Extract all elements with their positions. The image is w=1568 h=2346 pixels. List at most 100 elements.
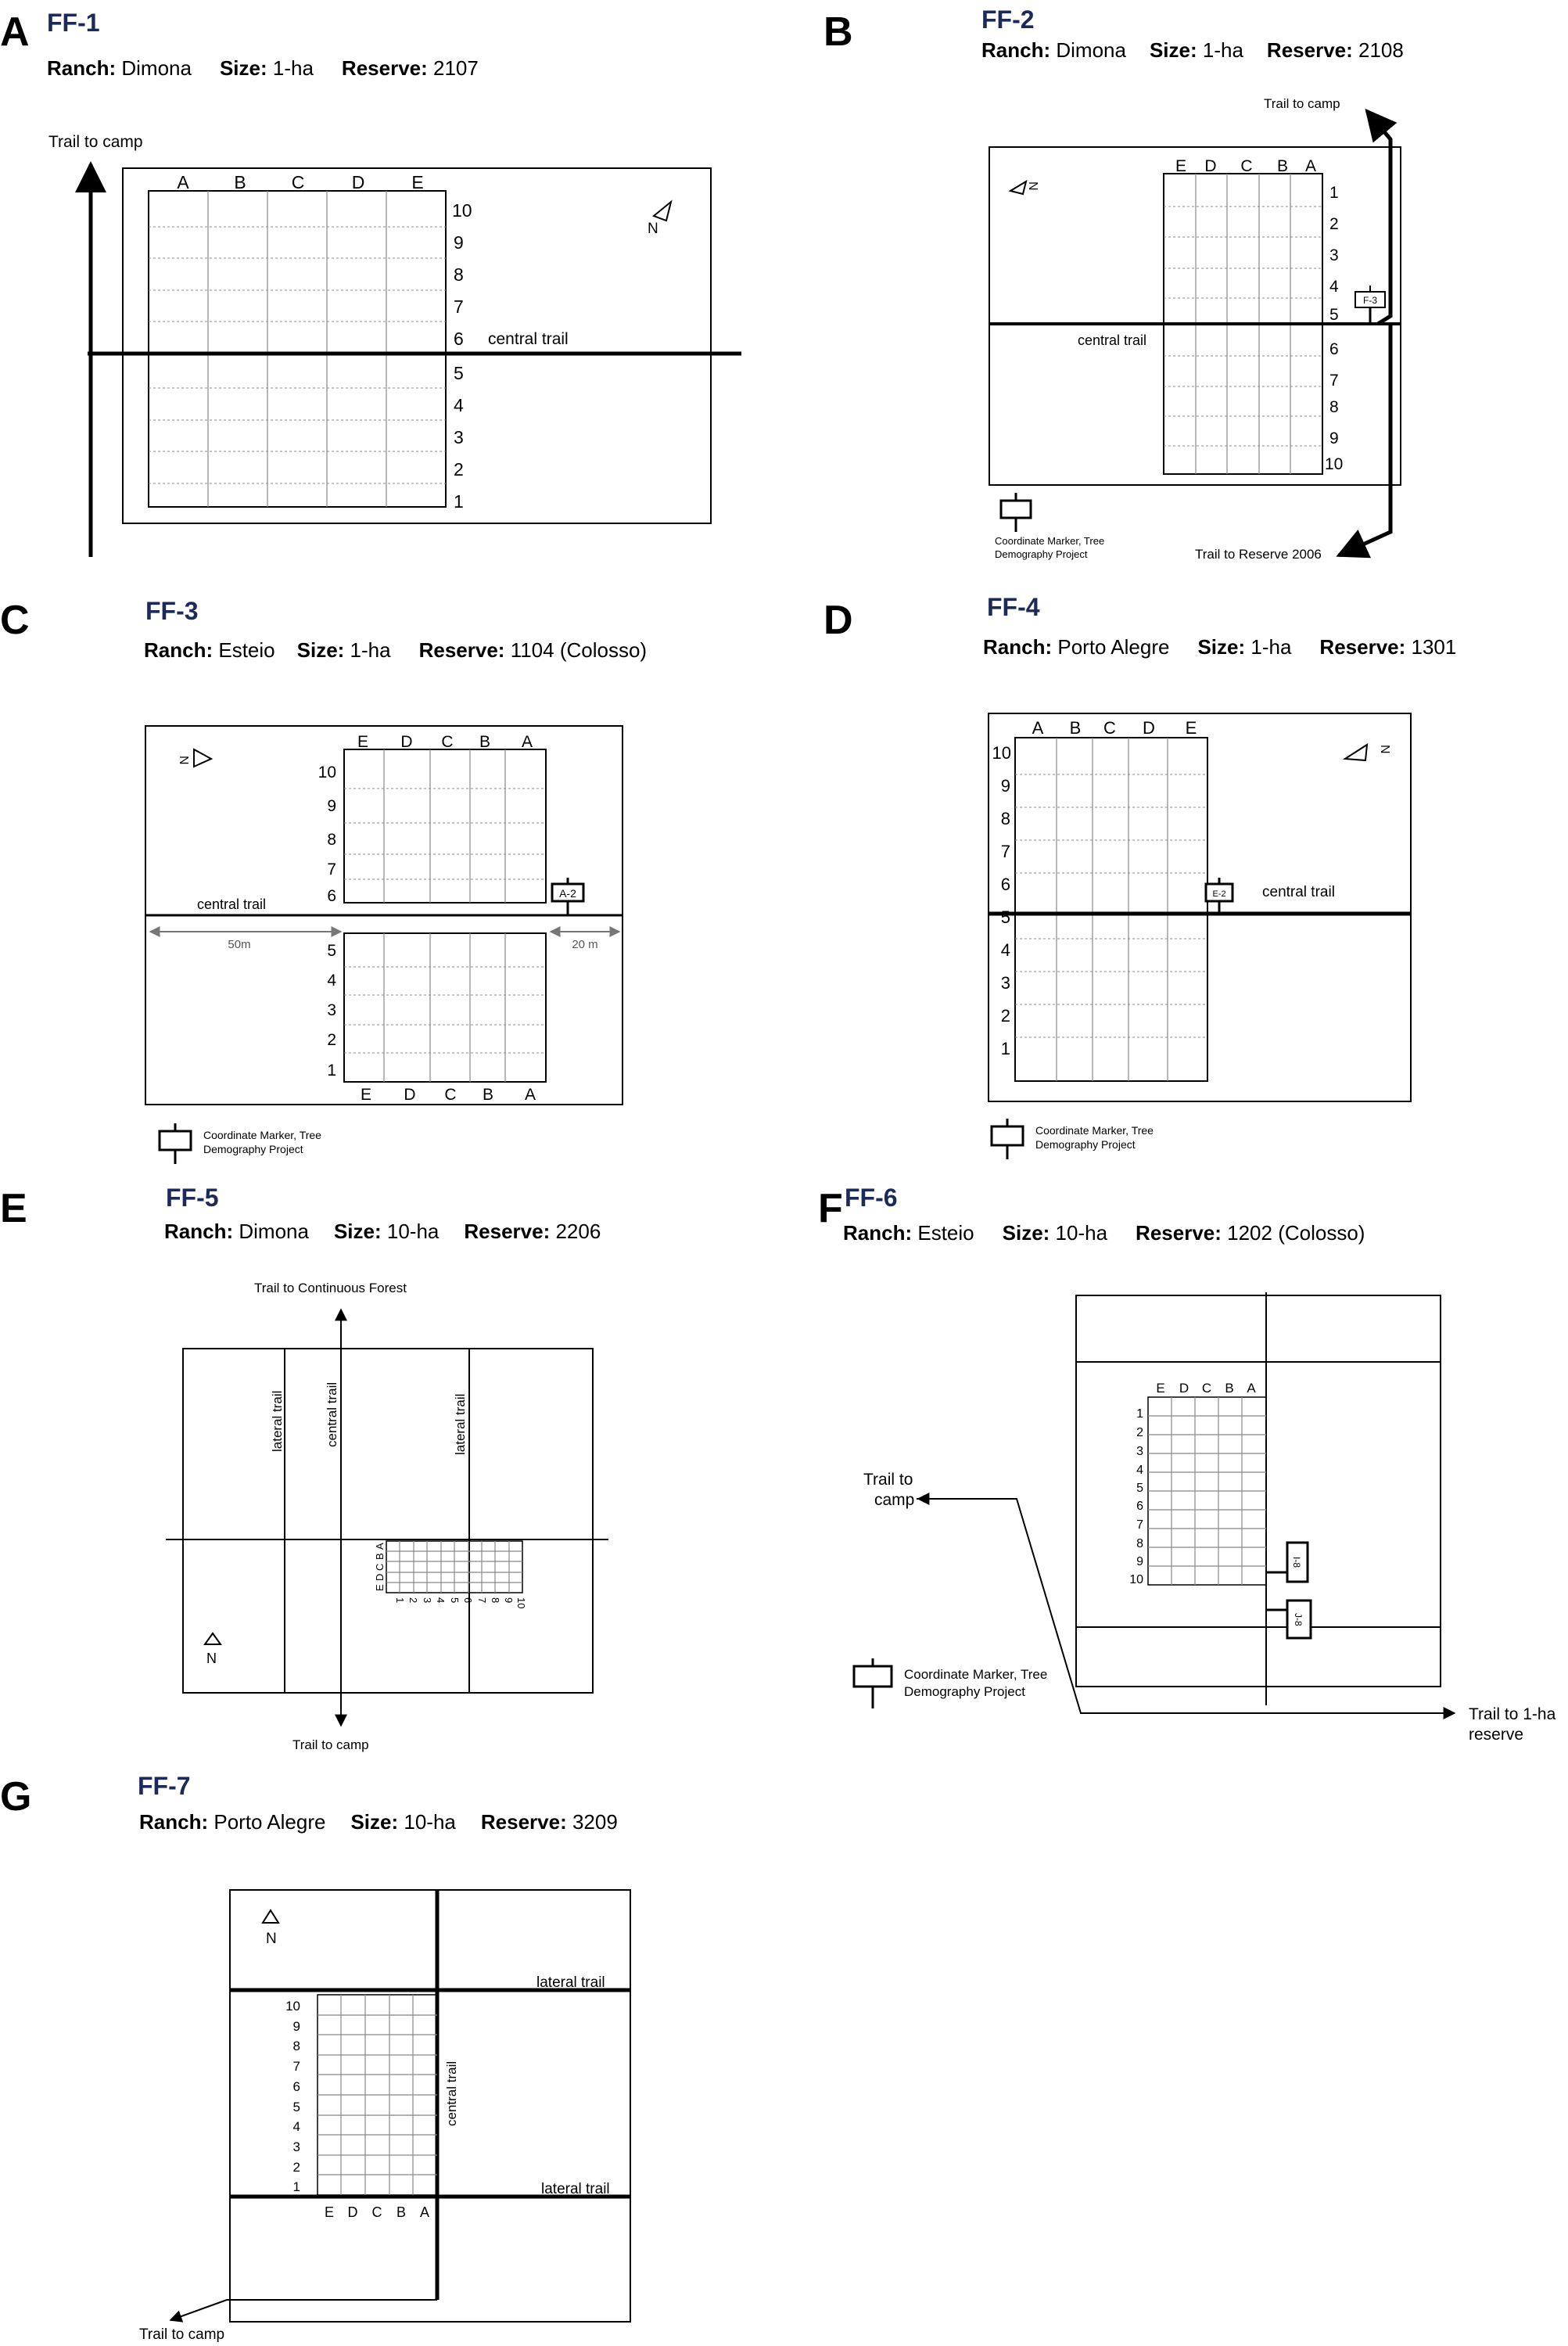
lateral-trail-label-right: lateral trail: [453, 1394, 468, 1455]
row-label: 3: [1001, 973, 1010, 993]
grid-lines: [318, 1995, 437, 2195]
coordinate-marker-legend: Coordinate Marker, Tree Demography Proje…: [990, 1119, 1154, 1159]
svg-text:Coordinate Marker, Tree: Coordinate Marker, Tree: [995, 535, 1104, 547]
row-label: 3: [293, 2139, 300, 2154]
row-label: 6: [1136, 1500, 1143, 1513]
svg-text:N: N: [206, 1651, 217, 1666]
row-label: 6: [1001, 875, 1010, 894]
row-label: 10: [318, 763, 336, 781]
trail-to-camp-label: Trail to camp: [139, 2326, 224, 2343]
svg-text:Demography Project: Demography Project: [1035, 1138, 1136, 1151]
north-arrow-icon: N: [648, 199, 673, 237]
row-label: 7: [327, 860, 336, 878]
distance-markers: 50m 20 m: [149, 926, 621, 951]
svg-text:Coordinate Marker, Tree: Coordinate Marker, Tree: [203, 1129, 321, 1141]
marker-legend-icon: [158, 1130, 192, 1151]
reserve-boundary: [182, 1348, 594, 1694]
svg-text:Demography Project: Demography Project: [203, 1143, 303, 1155]
marker-code: F-3: [1363, 295, 1377, 306]
trail-to-camp-label: Trail to camp: [292, 1737, 369, 1752]
marker-code: A-2: [559, 887, 576, 900]
north-arrow-icon: N: [177, 748, 213, 768]
row-label: 8: [454, 264, 464, 285]
svg-text:N: N: [648, 221, 658, 237]
row-label: 6: [1329, 340, 1339, 358]
row-label: 5: [1136, 1482, 1143, 1495]
trail-to-camp-label-1: Trail to: [863, 1471, 913, 1489]
col-label: D: [1179, 1381, 1189, 1396]
panel-letter-d: D: [823, 598, 853, 643]
col-label: D: [374, 1574, 386, 1581]
trail-to-camp-label: Trail to camp: [48, 133, 143, 151]
svg-text:Demography Project: Demography Project: [995, 548, 1088, 560]
col-label: C: [1103, 718, 1116, 738]
row-label: 2: [293, 2160, 300, 2175]
row-label: 8: [1329, 398, 1339, 416]
row-label: 8: [1001, 809, 1010, 828]
column-labels: A B C D E: [177, 172, 423, 192]
svg-text:Coordinate Marker, Tree: Coordinate Marker, Tree: [1035, 1124, 1154, 1137]
row-label: 4: [327, 972, 336, 990]
row-label: 6: [293, 2079, 300, 2094]
col-label: D: [1204, 157, 1216, 175]
row-label: 5: [454, 363, 464, 383]
col-label: B: [1277, 157, 1288, 175]
row-label: 4: [1136, 1464, 1143, 1477]
plot-grid-upper: [343, 749, 547, 904]
row-label: 5: [449, 1597, 461, 1603]
row-label: 2: [1329, 215, 1339, 233]
col-label: B: [1225, 1381, 1233, 1396]
col-label: C: [1240, 157, 1252, 175]
central-trail-label: central trail: [444, 2061, 459, 2126]
row-labels: 10 9 8 7 6 5 4 3 2 1: [452, 200, 472, 512]
column-labels: E D C B A: [1156, 1381, 1256, 1396]
row-label: 3: [422, 1597, 433, 1603]
column-labels-top: E D C B A: [357, 733, 533, 751]
column-labels: A B C D E: [1032, 718, 1197, 738]
trail-to-reserve-label-2: reserve: [1469, 1726, 1523, 1744]
marker-legend-icon: [990, 1125, 1024, 1147]
col-label: C: [1202, 1381, 1211, 1396]
row-label: 10: [452, 200, 472, 221]
panel-letter-b: B: [823, 9, 853, 55]
svg-text:N: N: [266, 1931, 277, 1947]
row-labels: 10 9 8 7 6 5 4 3 2 1: [318, 763, 337, 1080]
central-trail-label: central trail: [325, 1382, 339, 1447]
col-label: A: [1305, 157, 1316, 175]
row-label: 7: [293, 2059, 300, 2074]
svg-text:N: N: [177, 756, 190, 765]
plot-title-ff4: FF-4: [987, 593, 1040, 621]
row-label: 6: [454, 329, 464, 349]
row-label: 3: [1136, 1445, 1143, 1458]
trail-to-forest-label: Trail to Continuous Forest: [254, 1281, 407, 1295]
coordinate-marker-icon: I-8: [1266, 1541, 1309, 1583]
plot-title-ff6: FF-6: [845, 1184, 898, 1212]
north-arrow-icon: N: [1008, 179, 1039, 196]
trail-to-camp-label-2: camp: [874, 1491, 914, 1509]
north-arrow-icon: N: [203, 1632, 222, 1666]
row-label: 9: [454, 232, 464, 253]
row-label: 6: [327, 887, 336, 905]
col-label: E: [325, 2204, 334, 2220]
col-label: C: [374, 1564, 386, 1571]
row-label: 2: [1001, 1006, 1010, 1026]
svg-text:N: N: [1026, 181, 1039, 191]
col-label: A: [1032, 718, 1044, 738]
row-label: 1: [454, 491, 464, 512]
grid-lines: [1148, 1397, 1266, 1585]
col-label: B: [483, 1086, 493, 1104]
grid-lines: [1015, 738, 1207, 1081]
panel-letter-f: F: [818, 1186, 843, 1231]
col-label: E: [374, 1584, 386, 1591]
row-label: 10: [285, 1999, 300, 2014]
coordinate-marker-icon: F-3: [1355, 286, 1386, 324]
row-labels: 1 2 3 4 5 6 7 8 9 10: [1129, 1407, 1143, 1586]
row-label: 7: [1001, 842, 1010, 861]
row-label: 10: [1129, 1573, 1143, 1586]
